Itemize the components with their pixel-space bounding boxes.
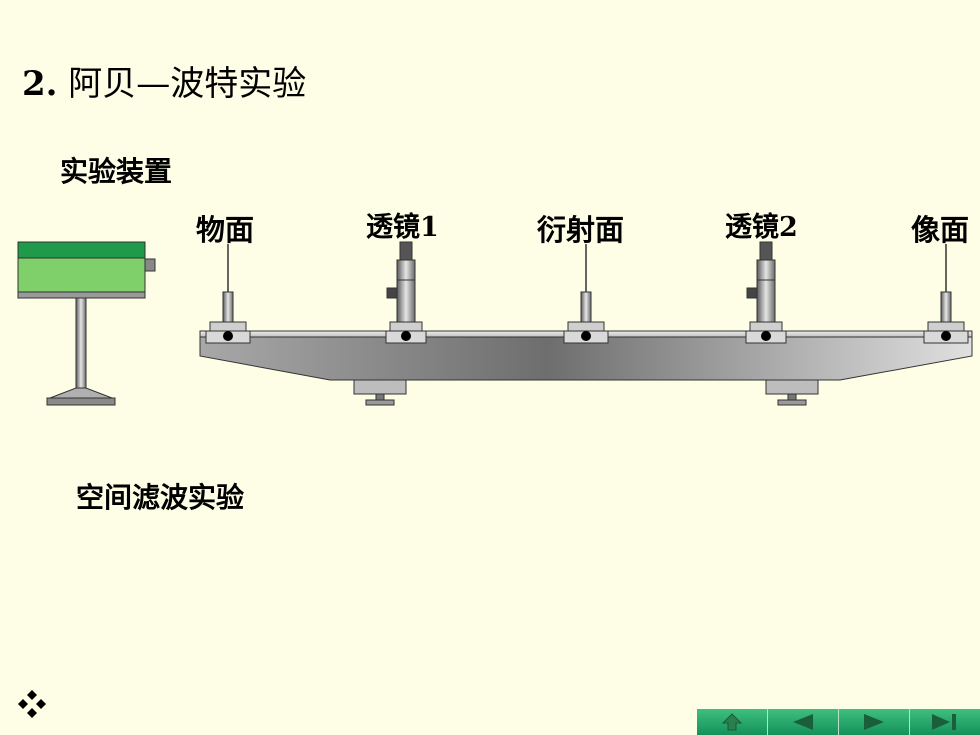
lens2-mount	[745, 241, 787, 344]
next-button[interactable]	[838, 709, 909, 735]
image-plane-mount	[923, 244, 969, 344]
next-icon	[864, 714, 884, 730]
last-button[interactable]	[909, 709, 980, 735]
home-icon	[721, 713, 743, 731]
last-icon	[932, 714, 956, 730]
home-button[interactable]	[697, 709, 767, 735]
label-diffraction-plane: 衍射面	[537, 213, 625, 247]
object-plane-mount	[205, 244, 251, 344]
label-lens1: 透镜1	[366, 212, 439, 243]
diffraction-plane-mount	[563, 244, 609, 344]
slide-title-number: 2.	[22, 64, 58, 104]
previous-icon	[793, 714, 813, 730]
lens1-mount	[385, 241, 427, 344]
previous-button[interactable]	[767, 709, 838, 735]
subheading: 实验装置	[60, 155, 173, 188]
spatial-filtering-link[interactable]: 空间滤波实验	[76, 481, 245, 514]
slide-title-text: 阿贝—波特实验	[57, 64, 307, 104]
laser-source	[17, 241, 156, 406]
diamond-bullet-icon	[18, 690, 46, 718]
label-image-plane: 像面	[911, 213, 970, 247]
label-lens2: 透镜2	[725, 212, 798, 243]
label-object-plane: 物面	[196, 213, 255, 247]
slide-title: 2. 阿贝—波特实验	[22, 56, 306, 105]
slide-navigation-bar	[697, 709, 980, 735]
